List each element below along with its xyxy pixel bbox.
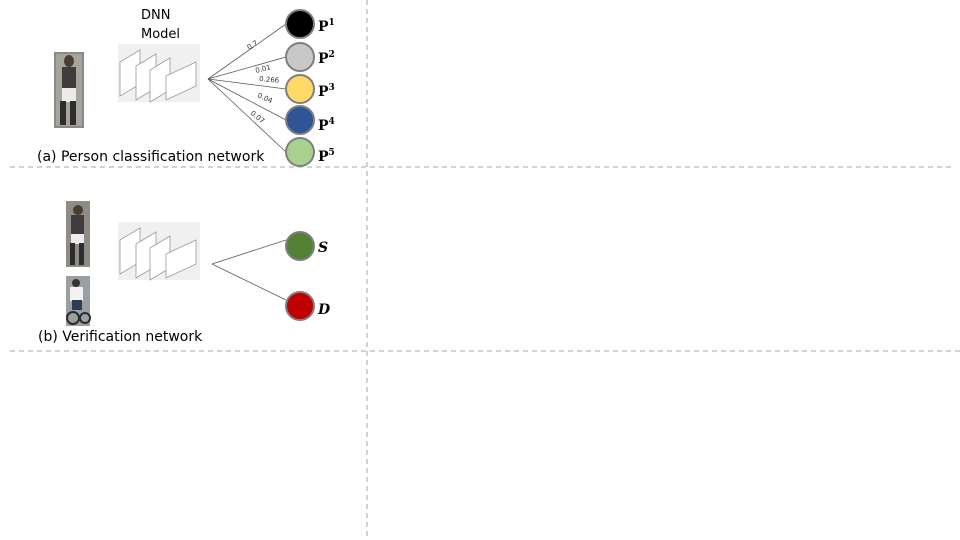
output-label-p2: P2 (318, 50, 335, 67)
output-node-p2 (285, 42, 315, 72)
output-label-p1: P1 (318, 18, 335, 35)
dnn-model-icon-b (118, 222, 200, 281)
output-label-d: D (317, 302, 331, 318)
dnn-model-icon-a (118, 44, 200, 103)
edge-value-2: 0.01 (255, 63, 272, 75)
panel-a: DNN Model 0.7 0.01 0.266 0.04 0 (37, 8, 335, 167)
connections-b (211, 239, 287, 301)
output-label-p4: P4 (318, 117, 335, 134)
person-image-b2 (66, 276, 91, 326)
output-label-p5: P5 (318, 148, 335, 165)
output-label-s: S (318, 240, 328, 256)
connections-a (207, 23, 287, 153)
model-label-line2: Model (141, 27, 180, 42)
model-label-line1: DNN (141, 8, 170, 23)
edge-p5 (207, 78, 287, 153)
person-image-b1 (66, 201, 90, 267)
output-node-p3 (285, 74, 315, 104)
output-labels-a: P1 P2 P3 P4 P5 (318, 18, 335, 165)
caption-b: (b) Verification network (38, 329, 203, 345)
edge-p2 (207, 56, 287, 80)
output-nodes-a (285, 9, 315, 167)
person-image-a (54, 52, 84, 128)
grid-dividers (10, 0, 960, 540)
caption-a: (a) Person classification network (37, 149, 265, 165)
edge-value-3: 0.266 (259, 75, 280, 85)
edge-s (211, 239, 287, 265)
edge-p4 (207, 78, 287, 121)
output-node-p5 (285, 137, 315, 167)
edge-d (211, 263, 287, 301)
output-node-p4 (285, 105, 315, 135)
edge-value-5: 0.07 (249, 109, 266, 125)
output-node-d (285, 291, 315, 321)
edge-p3 (207, 78, 287, 90)
edge-value-1: 0.7 (246, 39, 260, 52)
output-label-p3: P3 (318, 83, 335, 100)
output-nodes-b (285, 231, 315, 321)
edge-p1 (207, 23, 287, 80)
panel-b: S D (b) Verification network (38, 201, 331, 345)
edge-values: 0.7 0.01 0.266 0.04 0.07 (246, 39, 280, 125)
output-node-s (285, 231, 315, 261)
output-node-p1 (285, 9, 315, 39)
edge-value-4: 0.04 (256, 92, 274, 106)
